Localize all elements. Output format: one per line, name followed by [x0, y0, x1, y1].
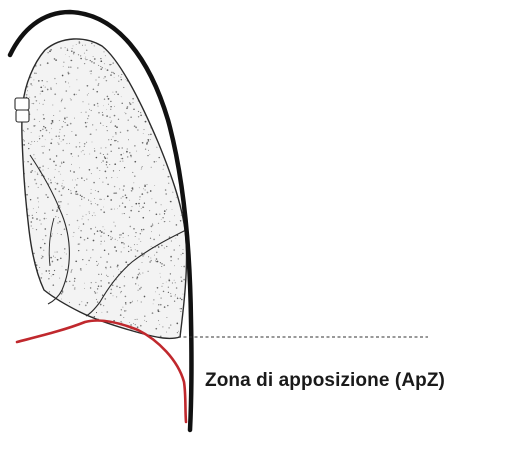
bronchus-stub-icon: [15, 98, 29, 122]
lung-body: [22, 39, 187, 338]
lung: [15, 35, 190, 341]
apposition-zone-label: Zona di apposizione (ApZ): [205, 370, 445, 392]
